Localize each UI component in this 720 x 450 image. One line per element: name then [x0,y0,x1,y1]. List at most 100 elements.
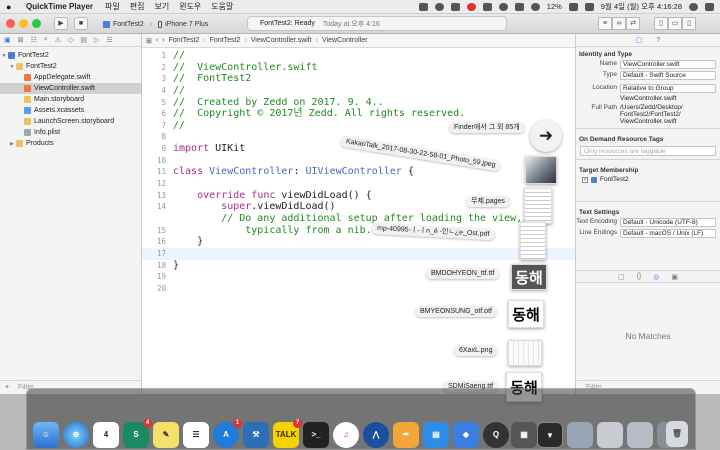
tree-item-project[interactable]: ▼ FontTest2 [0,50,141,61]
quicktime-icon[interactable]: Q [483,422,509,448]
code-line[interactable]: 2// ViewController.swift [142,62,575,74]
object-library-icon[interactable]: ◎ [653,273,660,281]
code-line[interactable]: 20 [142,283,575,295]
stack-file-label[interactable]: BMYEONSUNG_otf.otf [415,306,497,317]
back-icon[interactable]: ‹ [155,37,159,44]
file-template-icon[interactable]: ▢ [617,273,625,281]
tree-item-launchscreen[interactable]: LaunchScreen.storyboard [0,116,141,127]
jump-crumb-project[interactable]: FontTest2 [168,37,200,44]
menu-clock[interactable]: 9월 4일 (월) 오후 4:16:28 [600,2,682,11]
disclosure-open-icon[interactable]: ▼ [9,63,15,70]
jump-crumb-symbol[interactable]: ViewController [322,37,368,44]
type-select[interactable]: Default - Swift Source [620,71,716,80]
wifi-icon[interactable] [530,2,540,11]
tree-item-group[interactable]: ▼ FontTest2 [0,61,141,72]
code-snippet-icon[interactable]: {} [636,273,642,280]
code-line[interactable]: 15 typically from a nib. [142,225,575,237]
scheme-name[interactable]: FontTest2 [113,20,144,28]
code-line[interactable]: 5// Created by Zedd on 2017. 9. 4.. [142,97,575,109]
tree-item-assets[interactable]: Assets.xcassets [0,105,141,116]
dock-folder-icon[interactable]: ▦ [511,422,537,448]
code-line[interactable]: 3// FontTest2 [142,73,575,85]
code-line[interactable]: 17 [142,247,575,260]
stack-file-label[interactable]: 무제.pages [466,196,510,207]
code-line[interactable]: 4// [142,85,575,97]
code-line[interactable]: 16 } [142,236,575,248]
forward-icon[interactable]: › [162,37,165,44]
code-line[interactable]: 8 [142,131,575,143]
location-select[interactable]: Relative to Group [620,84,716,93]
toggle-navigator-button[interactable]: ▯ [654,17,668,30]
status-icon-3[interactable] [450,2,460,11]
endings-select[interactable]: Default - macOS / Unix (LF) [620,229,716,238]
safari-icon[interactable]: ⊕ [63,422,89,448]
app-menu[interactable]: QuickTime Player [26,2,93,11]
reminders-icon[interactable]: ☰ [183,422,209,448]
stack-folder-label[interactable]: Finder에서 그 외 85개 [449,122,525,133]
stack-file-label[interactable]: BMDOHYEON_ttf.ttf [426,268,500,279]
notes-icon[interactable]: ✎ [153,422,179,448]
file-icon[interactable]: ▢ [635,37,643,44]
status-icon-4[interactable] [482,2,492,11]
toggle-debug-button[interactable]: ▭ [668,17,682,30]
disclosure-closed-icon[interactable]: ▶ [10,140,14,147]
debug-icon[interactable]: ▤ [80,37,87,44]
target-checkbox[interactable]: ✓ [582,176,588,183]
related-items-icon[interactable]: ⊞ [146,37,152,45]
standard-editor-button[interactable]: ≡ [598,17,612,30]
tree-item-main-storyboard[interactable]: Main.storyboard [0,94,141,105]
name-field[interactable]: ViewController.swift [620,60,716,69]
stop-button[interactable]: ■ [74,17,88,30]
symbol-icon[interactable]: ☷ [30,37,37,44]
code-line[interactable]: 10 [142,155,575,167]
tree-item-viewcontroller[interactable]: ViewController.swift [0,83,141,94]
code-line[interactable]: 19 [142,271,575,283]
media-library-icon[interactable]: ▣ [671,273,679,281]
png-thumbnail[interactable] [508,340,542,366]
terminal-icon[interactable]: >_ [303,422,329,448]
code-line[interactable]: 13 override func viewDidLoad() { [142,190,575,202]
open-in-finder-button[interactable]: ➜ [530,120,562,152]
assistant-editor-button[interactable]: ∞ [612,17,626,30]
pages-icon[interactable]: ✒ [393,422,419,448]
apple-menu-icon[interactable]: ● [6,1,12,12]
report-icon[interactable]: ☰ [106,37,113,44]
help-icon[interactable]: ? [656,36,661,44]
breakpoint-icon[interactable]: ▷ [94,37,100,44]
downloads-stack-icon[interactable]: ▼ [537,422,563,448]
stack-file-label[interactable]: SDMiSaeng.ttf [443,381,499,392]
battery-icon[interactable] [568,2,578,11]
issue-icon[interactable]: ⚠ [54,37,61,44]
status-icon-2[interactable] [434,2,444,11]
menu-edit[interactable]: 편집 [129,2,145,11]
odr-tags-field[interactable]: Only resources are taggable [580,146,716,156]
menu-file[interactable]: 파일 [105,2,120,11]
preview-icon[interactable]: ◈ [453,422,479,448]
font-thumbnail[interactable]: 동해 [511,264,547,290]
minimize-window-button[interactable] [19,19,28,28]
add-icon[interactable]: + [5,384,10,391]
zoom-window-button[interactable] [32,19,41,28]
notification-icon[interactable] [705,2,714,11]
disclosure-open-icon[interactable]: ▼ [1,52,7,59]
finder-icon[interactable]: ☺ [33,422,59,448]
window-thumbnail-3[interactable] [627,422,653,448]
pages-thumbnail[interactable] [524,188,552,224]
version-editor-button[interactable]: ⇄ [626,17,640,30]
status-icon-1[interactable] [418,2,428,11]
scheme-selector[interactable]: FontTest2 › iPhone 7 Plus [103,18,208,30]
window-thumbnail-2[interactable] [597,422,623,448]
instruments-icon[interactable]: ⋀ [363,422,389,448]
code-line[interactable]: // Do any additional setup after loading… [142,213,575,225]
code-line[interactable]: 1// [142,50,575,62]
font-thumbnail[interactable]: 동해 [508,300,544,328]
run-button[interactable]: ▶ [54,17,68,30]
status-icon-5[interactable] [498,2,508,11]
battery-percent[interactable]: 12% [546,2,562,11]
find-icon[interactable]: ⌕ [43,36,48,43]
menu-help[interactable]: 도움말 [211,2,234,11]
